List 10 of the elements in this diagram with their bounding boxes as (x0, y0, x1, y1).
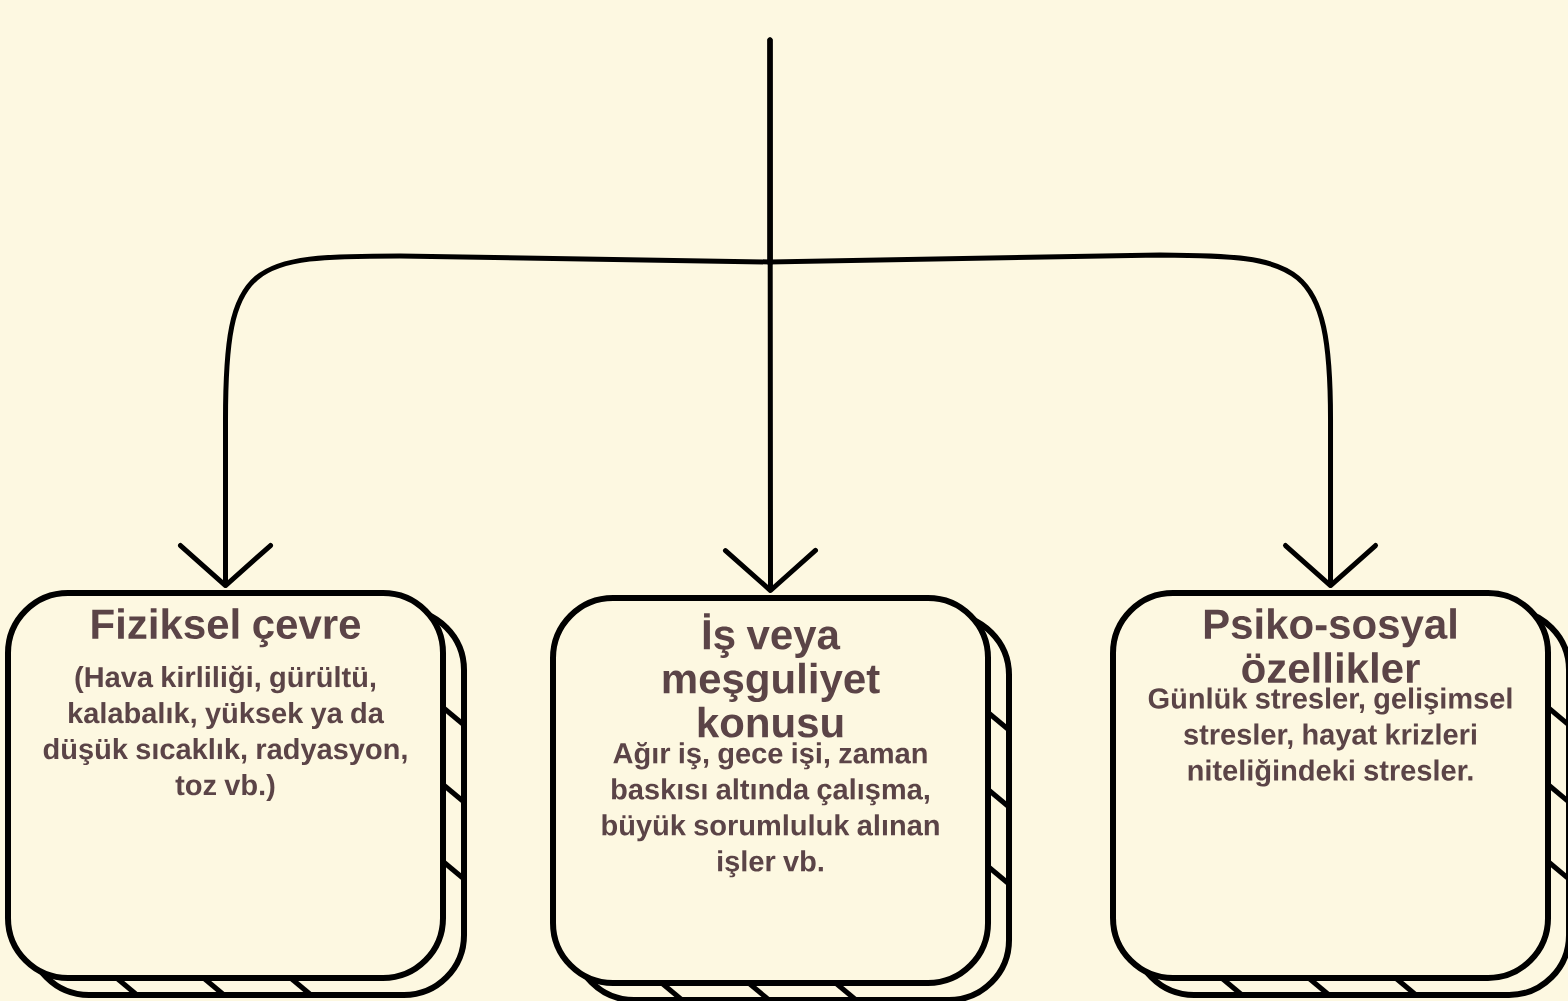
card (5, 590, 467, 998)
card-text: Ağır iş, gece işi, zaman baskısı altında çalışma, büyük sorumluluk alınan işler vb. (602, 742, 939, 878)
card-heading: Fiziksel çevre (92, 608, 361, 648)
card-heading: Psiko-sosyal özellikler (1204, 608, 1456, 684)
card-text: (Hava kirliliği, gürültü, kalabalık, yüksek ya da düşük sıcaklık, radyasyon, toz vb.) (43, 665, 407, 802)
card (1110, 590, 1568, 998)
card-heading: İş veya meşguliyet konusu (663, 613, 880, 738)
card-text: Günlük stresler, gelişimsel stresler, hayat krizleri niteliğindeki stresler. (1148, 687, 1512, 787)
card (550, 595, 1012, 1001)
arrow (767, 37, 1378, 588)
